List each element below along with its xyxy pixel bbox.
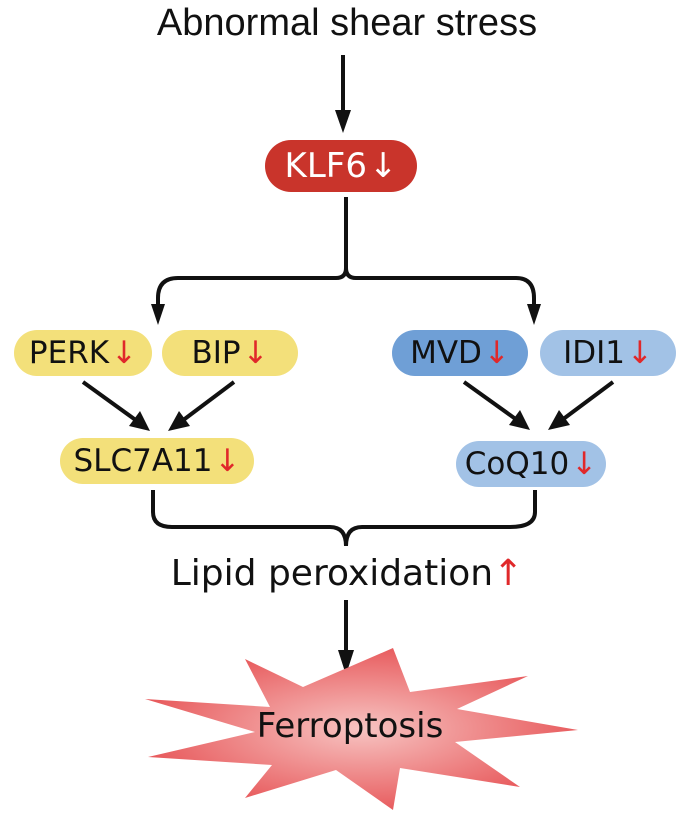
node-label: MVD [410, 335, 482, 371]
node-idi1: IDI1 ↓ [540, 330, 676, 376]
node-label: Lipid peroxidation [170, 553, 494, 594]
down-arrow-icon: ↓ [111, 335, 138, 371]
arrowhead [168, 411, 190, 431]
node-bip: BIP ↓ [162, 330, 298, 376]
node-ferroptosis: Ferroptosis [256, 706, 444, 746]
arrow-mvd-to-coq10 [462, 380, 519, 422]
branch-connector [156, 197, 536, 308]
node-lipid-peroxidation: Lipid peroxidation↑ [0, 553, 694, 594]
down-arrow-icon: ↓ [571, 446, 598, 482]
up-arrow-icon: ↑ [493, 553, 524, 594]
arrow-idi1-to-coq10 [560, 380, 615, 422]
arrowhead [151, 304, 165, 325]
arrowhead [338, 650, 354, 675]
node-label: KLF6 [284, 146, 367, 186]
arrowhead [548, 410, 570, 430]
node-label: IDI1 [563, 335, 625, 371]
down-arrow-icon: ↓ [368, 146, 398, 186]
arrowhead [527, 304, 541, 325]
node-perk: PERK ↓ [14, 330, 152, 376]
down-arrow-icon: ↓ [242, 335, 269, 371]
node-label: CoQ10 [464, 446, 570, 482]
down-arrow-icon: ↓ [214, 443, 241, 479]
down-arrow-icon: ↓ [483, 335, 510, 371]
merge-brace [151, 490, 537, 547]
node-mvd: MVD ↓ [392, 330, 528, 376]
node-coq10: CoQ10 ↓ [456, 441, 606, 487]
arrow-perk-to-slc7a11 [81, 380, 139, 423]
ferroptosis-burst [145, 648, 578, 810]
node-label: SLC7A11 [73, 443, 213, 479]
arrowhead [129, 411, 150, 431]
down-arrow-icon: ↓ [626, 335, 653, 371]
arrow-bip-to-slc7a11 [180, 380, 236, 423]
node-label: PERK [28, 335, 110, 371]
node-slc7a11: SLC7A11 ↓ [60, 438, 254, 484]
title-abnormal-shear-stress: Abnormal shear stress [156, 2, 538, 44]
node-label: BIP [191, 335, 241, 371]
arrowhead [509, 410, 530, 430]
arrowhead [335, 110, 351, 133]
node-klf6: KLF6 ↓ [265, 140, 417, 192]
